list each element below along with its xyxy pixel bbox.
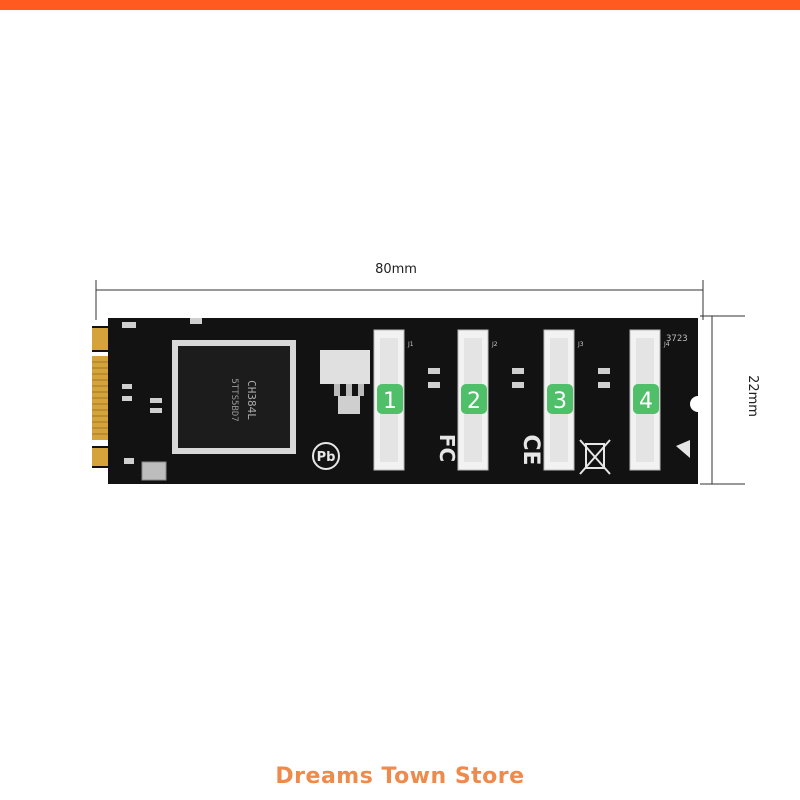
- top-accent-bar: [0, 0, 800, 10]
- rohs-mark-text: Pb: [317, 450, 336, 465]
- store-name: Dreams Town Store: [275, 764, 525, 789]
- board-code: 3723: [666, 334, 688, 344]
- port-number-2: 2: [467, 389, 481, 414]
- connector-2: 2: [457, 329, 489, 471]
- weee-bin-icon: [579, 439, 611, 475]
- ce-mark: CE: [518, 434, 543, 465]
- height-dimension-label: 22mm: [745, 375, 760, 417]
- gold-contacts: [92, 328, 108, 466]
- width-dimension-label: 80mm: [375, 262, 417, 277]
- contact-gaps: [92, 361, 108, 435]
- port-number-4: 4: [639, 389, 653, 414]
- connector-label-2: J2: [491, 341, 498, 348]
- connector-label-3: J3: [577, 341, 584, 348]
- smd-components: [122, 318, 610, 464]
- connector-label-4: J4: [663, 341, 670, 348]
- voltage-regulator: [320, 350, 370, 414]
- rohs-mark: Pb: [312, 442, 340, 470]
- port-number-3: 3: [553, 389, 567, 414]
- chip-marking: CH384L: [245, 380, 258, 420]
- connector-3: 3: [543, 329, 575, 471]
- crystal-oscillator: [141, 461, 167, 481]
- port-number-1: 1: [383, 389, 397, 414]
- chip-marking-line2: 5TTS5BD7: [229, 378, 239, 421]
- connector-1: 1: [373, 329, 405, 471]
- fcc-mark: FC: [435, 434, 459, 462]
- connector-4: 4: [629, 329, 661, 471]
- esd-warning-icon: [676, 440, 690, 458]
- controller-chip: CH384L 5TTS5BD7: [172, 340, 296, 454]
- connector-label-1: J1: [407, 341, 414, 348]
- dimension-lines: [95, 280, 745, 485]
